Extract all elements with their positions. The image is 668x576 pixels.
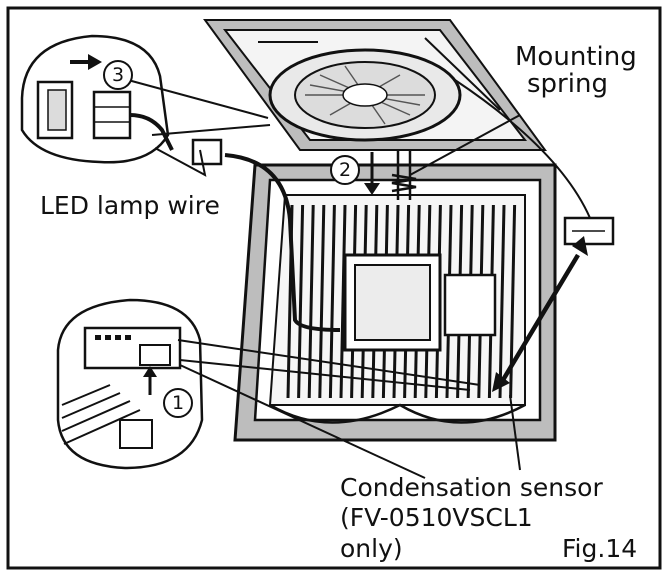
grille-housing	[233, 163, 557, 442]
step-2-arrow	[364, 152, 380, 195]
ceiling-panel	[203, 19, 547, 151]
louver-slat	[498, 204, 506, 399]
mounting-spring-label-line-2: spring	[527, 69, 608, 100]
louver-slat	[297, 204, 305, 399]
led-lamp-wire-label: LED lamp wire	[40, 191, 220, 220]
condensation-sensor-leader	[509, 394, 521, 471]
terminal-box	[443, 273, 497, 337]
inset-sensor-connector	[56, 298, 204, 470]
condensation-sensor-module	[454, 79, 615, 246]
figure-number: Fig.14	[562, 534, 638, 563]
condensation-sensor-label-line-2: (FV-0510VSCL1	[340, 503, 533, 533]
louver-slat	[339, 204, 347, 399]
louver-slat	[318, 204, 326, 399]
inset-1-leader-c	[179, 364, 426, 479]
condensation-sensor-label-line-3: only)	[340, 533, 403, 563]
step-2-marker: 2	[330, 155, 360, 185]
led-wire-leader	[154, 147, 207, 177]
louver-slat	[307, 204, 315, 399]
mounting-spring-label: Mounting spring	[515, 42, 637, 100]
louver-slat	[328, 204, 336, 399]
sensor-double-arrow	[492, 236, 588, 392]
inset-1-leader-b	[179, 359, 471, 391]
inset-1-leader-a	[177, 339, 481, 386]
condensation-sensor-label-line-1: Condensation sensor	[340, 473, 603, 502]
inset-3-leader-a	[127, 79, 269, 119]
led-connector-small	[191, 138, 223, 166]
inset-led-connector	[20, 34, 174, 164]
inset-3-leader-b	[151, 124, 271, 136]
connector-male	[92, 90, 132, 140]
mounting-spring-label-line-1: Mounting	[515, 42, 637, 72]
mounting-spring-leader	[409, 114, 521, 176]
led-wire-cable	[224, 153, 341, 332]
step-3-marker: 3	[103, 60, 133, 90]
figure-frame	[6, 6, 662, 570]
condensation-sensor-label: Condensation sensor (FV-0510VSCL1 only)	[340, 473, 603, 563]
step-1-marker: 1	[163, 388, 193, 418]
